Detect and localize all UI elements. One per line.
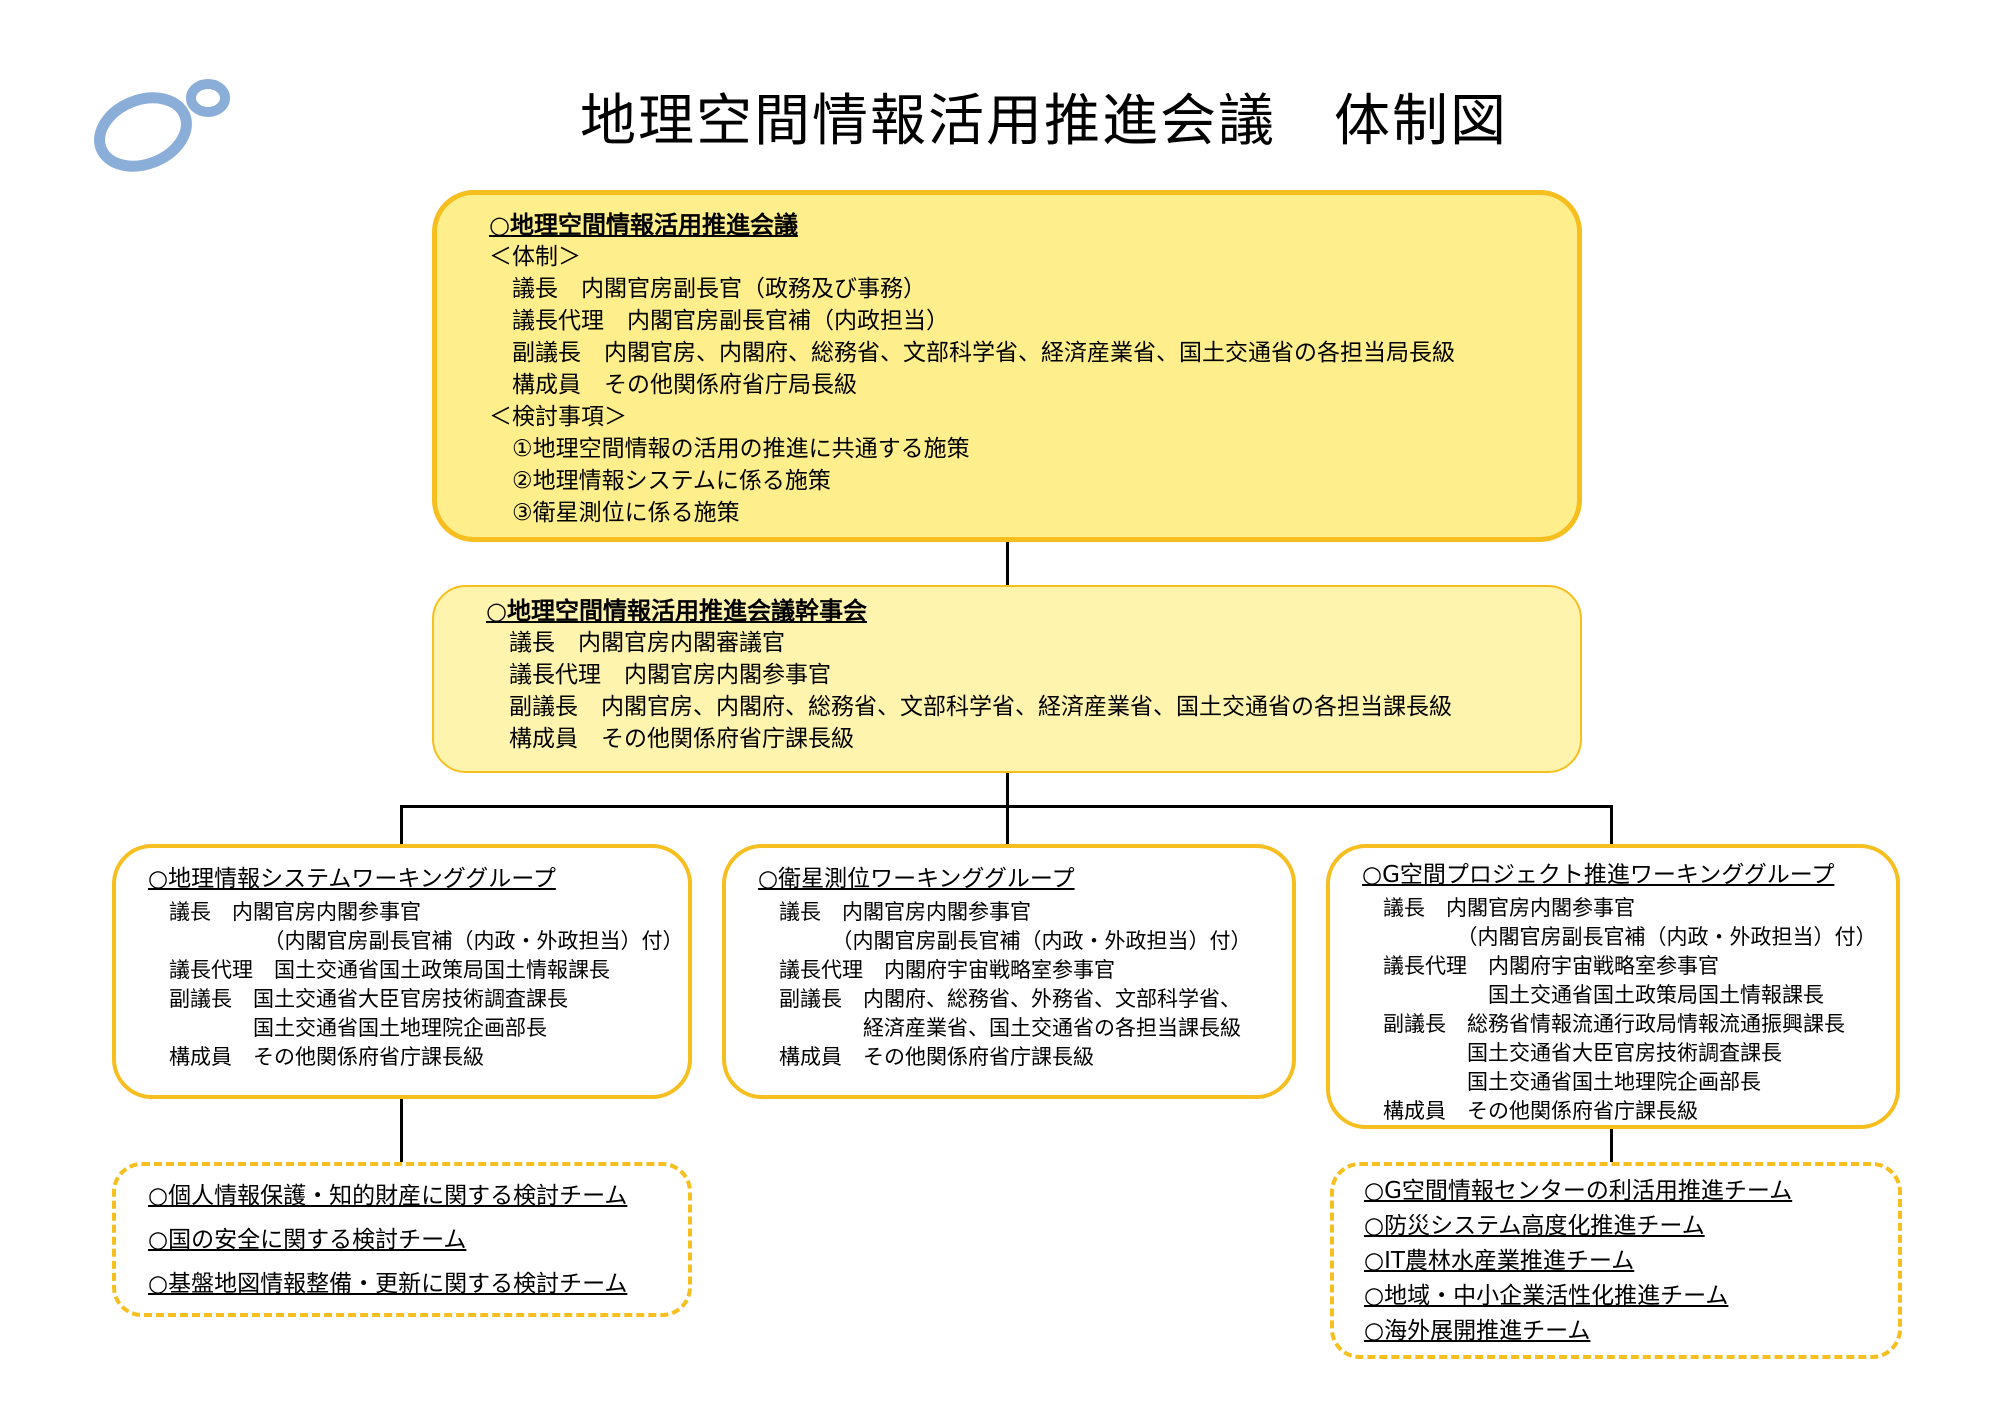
wg-gis-line: 議長 内閣官房内閣参事官 [148, 900, 421, 924]
connector-to-wg-gspace [1610, 805, 1613, 844]
wg-gis-line: 国土交通省国土地理院企画部長 [148, 1016, 547, 1040]
team-group-right: ○G空間情報センターの利活用推進チーム ○防災システム高度化推進チーム ○IT農… [1330, 1162, 1902, 1359]
main-council-line: 構成員 その他関係府省庁局長級 [489, 372, 857, 398]
wg-satellite-line: 議長代理 内閣府宇宙戦略室参事官 [758, 958, 1115, 982]
wg-satellite-line: 経済産業省、国土交通省の各担当課長級 [758, 1016, 1241, 1040]
wg-gis-heading: ○地理情報システムワーキンググループ [148, 866, 556, 892]
team-item: ○IT農林水産業推進チーム [1364, 1248, 1635, 1274]
wg-gspace-line: 副議長 総務省情報流通行政局情報流通振興課長 [1362, 1012, 1845, 1036]
wg-gspace-line: 国土交通省大臣官房技術調査課長 [1362, 1041, 1782, 1065]
wg-gis-line: 構成員 その他関係府省庁課長級 [148, 1045, 484, 1069]
team-item: ○国の安全に関する検討チーム [148, 1227, 467, 1253]
main-council-box: ○地理空間情報活用推進会議 ＜体制＞ 議長 内閣官房副長官（政務及び事務） 議長… [432, 190, 1582, 542]
wg-satellite-line: 副議長 内閣府、総務省、外務省、文部科学省、 [758, 987, 1241, 1011]
wg-satellite-heading: ○衛星測位ワーキンググループ [758, 866, 1075, 892]
wg-gis-line: 議長代理 国土交通省国土政策局国土情報課長 [148, 958, 610, 982]
wg-gspace-box: ○G空間プロジェクト推進ワーキンググループ 議長 内閣官房内閣参事官 （内閣官房… [1326, 844, 1900, 1129]
connector-secretary-down [1006, 773, 1009, 807]
secretary-council-line: 議長 内閣官房内閣審議官 [486, 630, 785, 656]
team-item: ○個人情報保護・知的財産に関する検討チーム [148, 1183, 628, 1209]
team-item: ○基盤地図情報整備・更新に関する検討チーム [148, 1271, 628, 1297]
secretary-council-heading: ○地理空間情報活用推進会議幹事会 [486, 597, 867, 625]
secretary-council-box: ○地理空間情報活用推進会議幹事会 議長 内閣官房内閣審議官 議長代理 内閣官房内… [432, 585, 1582, 773]
main-council-line: ①地理空間情報の活用の推進に共通する施策 [489, 436, 970, 462]
wg-gis-box: ○地理情報システムワーキンググループ 議長 内閣官房内閣参事官 （内閣官房副長官… [112, 844, 692, 1099]
secretary-council-line: 構成員 その他関係府省庁課長級 [486, 726, 854, 752]
team-item: ○地域・中小企業活性化推進チーム [1364, 1283, 1729, 1309]
wg-satellite-line: 議長 内閣官房内閣参事官 [758, 900, 1031, 924]
wg-gspace-line: 国土交通省国土地理院企画部長 [1362, 1070, 1761, 1094]
wg-gspace-line: 構成員 その他関係府省庁課長級 [1362, 1099, 1698, 1123]
wg-gspace-line: 議長 内閣官房内閣参事官 [1362, 896, 1635, 920]
wg-gspace-line: （内閣官房副長官補（内政・外政担当）付） [1362, 925, 1877, 949]
main-council-line: 議長 内閣官房副長官（政務及び事務） [489, 276, 926, 302]
connector-wg-gis-teams [400, 1099, 403, 1162]
secretary-council-line: 副議長 内閣官房、内閣府、総務省、文部科学省、経済産業省、国土交通省の各担当課長… [486, 694, 1452, 720]
secretary-council-line: 議長代理 内閣官房内閣参事官 [486, 662, 831, 688]
team-item: ○G空間情報センターの利活用推進チーム [1364, 1178, 1793, 1204]
connector-wg-gspace-teams [1610, 1129, 1613, 1162]
team-group-left: ○個人情報保護・知的財産に関する検討チーム ○国の安全に関する検討チーム ○基盤… [112, 1162, 692, 1317]
wg-satellite-box: ○衛星測位ワーキンググループ 議長 内閣官房内閣参事官 （内閣官房副長官補（内政… [722, 844, 1296, 1099]
main-council-line: ②地理情報システムに係る施策 [489, 468, 831, 494]
wg-gspace-line: 議長代理 内閣府宇宙戦略室参事官 [1362, 954, 1719, 978]
connector-to-wg-satellite [1006, 805, 1009, 844]
main-council-line: ＜体制＞ [489, 244, 581, 270]
wg-gspace-heading: ○G空間プロジェクト推進ワーキンググループ [1362, 862, 1835, 888]
team-item: ○防災システム高度化推進チーム [1364, 1213, 1705, 1239]
connector-main-secretary [1006, 542, 1009, 585]
wg-gis-line: （内閣官房副長官補（内政・外政担当）付） [148, 929, 684, 953]
main-council-line: ③衛星測位に係る施策 [489, 500, 740, 526]
wg-gspace-line: 国土交通省国土政策局国土情報課長 [1362, 983, 1824, 1007]
logo-ring-icon [94, 79, 230, 172]
main-council-heading: ○地理空間情報活用推進会議 [489, 211, 798, 239]
team-item: ○海外展開推進チーム [1364, 1318, 1591, 1344]
connector-to-wg-gis [400, 805, 403, 844]
main-council-line: 議長代理 内閣官房副長官補（内政担当） [489, 308, 949, 334]
main-council-line: ＜検討事項＞ [489, 404, 627, 430]
main-council-line: 副議長 内閣官房、内閣府、総務省、文部科学省、経済産業省、国土交通省の各担当局長… [489, 340, 1455, 366]
wg-gis-line: 副議長 国土交通省大臣官房技術調査課長 [148, 987, 568, 1011]
wg-satellite-line: （内閣官房副長官補（内政・外政担当）付） [758, 929, 1252, 953]
wg-satellite-line: 構成員 その他関係府省庁課長級 [758, 1045, 1094, 1069]
page-title: 地理空間情報活用推進会議 体制図 [580, 89, 1508, 154]
